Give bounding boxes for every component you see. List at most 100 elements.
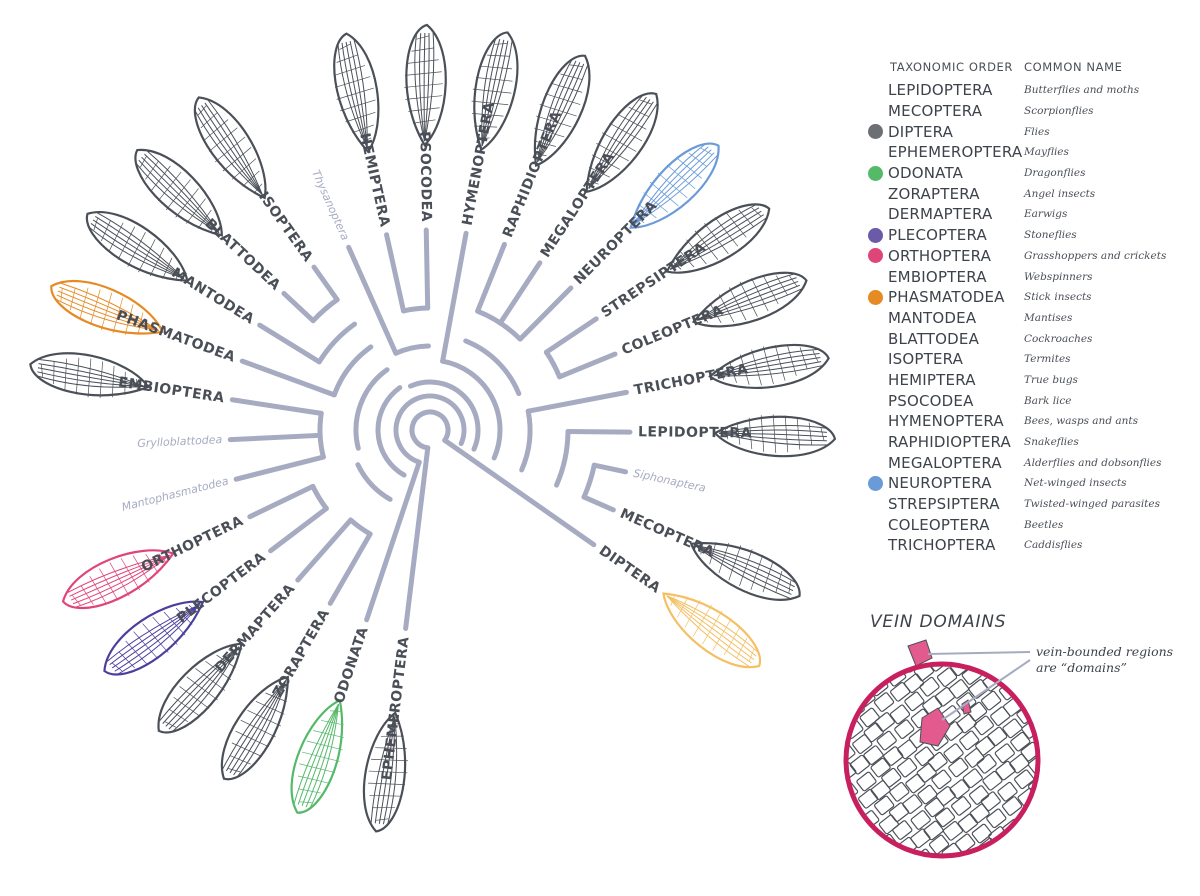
legend-order-name: MANTODEA: [888, 309, 1024, 327]
tree-leaf-branch: [546, 319, 596, 352]
legend-common-name: Stoneflies: [1024, 229, 1077, 241]
order-label: ORTHOPTERA: [139, 513, 246, 576]
legend-order-name: DERMAPTERA: [888, 205, 1024, 223]
tree-leaf-branch: [478, 244, 505, 311]
tree-leaf-branch: [330, 534, 370, 603]
order-label: MANTODEA: [169, 265, 257, 328]
legend-row: COLEOPTERABeetles: [868, 514, 1198, 535]
legend-row: HEMIPTERATrue bugs: [868, 370, 1198, 391]
legend-common-name: Bees, wasps and ants: [1024, 415, 1138, 427]
tree-clade-arc: [334, 347, 371, 395]
tree-leaf-branch: [260, 325, 320, 362]
legend-header-common: COMMON NAME: [1024, 60, 1123, 74]
order-label: Grylloblattodea: [137, 433, 223, 450]
tree-leaf-branch: [298, 520, 351, 580]
legend-common-name: Snakeflies: [1024, 436, 1079, 448]
tree-clade-arc: [313, 300, 337, 321]
legend-row: DERMAPTERAEarwigs: [868, 204, 1198, 225]
tree-leaf-branch: [520, 288, 571, 339]
legend-order-name: PLECOPTERA: [888, 226, 1024, 244]
legend-common-name: Earwigs: [1024, 208, 1067, 220]
tree-branches: [230, 230, 630, 628]
legend-order-name: ISOPTERA: [888, 350, 1024, 368]
order-label: ISOPTERA: [255, 189, 316, 265]
legend-order-name: EPHEMEROPTERA: [888, 143, 1024, 161]
order-label: HEMIPTERA: [356, 132, 392, 229]
legend-common-name: Cockroaches: [1024, 333, 1092, 345]
legend-common-name: Bark lice: [1024, 395, 1072, 407]
tree-clade-arc: [313, 486, 327, 508]
legend-row: RAPHIDIOPTERASnakeflies: [868, 432, 1198, 453]
wing-phasmatodea: [43, 269, 170, 349]
order-label: PLECOPTERA: [174, 549, 269, 626]
wing-coleoptera: [686, 258, 813, 342]
legend-order-name: BLATTODEA: [888, 330, 1024, 348]
legend-order-name: LEPIDOPTERA: [888, 81, 1024, 99]
legend-order-name: MECOPTERA: [888, 102, 1024, 120]
tree-clade-arc: [522, 411, 530, 470]
legend-row: LEPIDOPTERAButterflies and moths: [868, 80, 1198, 101]
legend-order-name: RAPHIDIOPTERA: [888, 433, 1024, 451]
tree-leaf-branch: [445, 440, 594, 544]
legend-order-name: HYMENOPTERA: [888, 412, 1024, 430]
legend-common-name: Angel insects: [1024, 188, 1095, 200]
order-label: EMBIOPTERA: [117, 374, 225, 406]
order-label: ZORAPTERA: [270, 606, 333, 700]
legend-common-name: Net-winged insects: [1024, 477, 1126, 489]
order-label: RAPHIDIOPTERA: [500, 109, 565, 240]
legend-order-name: STREPSIPTERA: [888, 495, 1024, 513]
tree-clade-arc: [546, 352, 559, 377]
vein-domain-highlight: [920, 708, 950, 746]
tree-leaf-branch: [528, 392, 626, 411]
legend-order-name: MEGALOPTERA: [888, 454, 1024, 472]
legend-common-name: Grasshoppers and crickets: [1024, 250, 1166, 262]
vein-pointer-line: [928, 652, 1030, 654]
vein-lens-ring: [846, 664, 1038, 856]
tree-leaf-branch: [242, 361, 334, 395]
legend-common-name: Mantises: [1024, 312, 1072, 324]
legend-order-name: NEUROPTERA: [888, 474, 1024, 492]
tree-clade-arc: [351, 520, 370, 534]
order-label: Thysanoptera: [309, 168, 352, 243]
tree-clade-arc: [378, 388, 404, 475]
tree-clade-arc: [396, 346, 429, 353]
tree-leaf-branch: [443, 233, 466, 361]
legend-common-name: Flies: [1024, 126, 1050, 138]
tree-clade-arc: [412, 412, 448, 448]
legend-order-name: COLEOPTERA: [888, 516, 1024, 534]
insect-phylogeny-diagram: EPHEMEROPTERAODONATAZORAPTERADERMAPTERAP…: [0, 0, 870, 896]
tree-clade-arc: [584, 465, 594, 497]
wing-raphidioptera: [518, 47, 601, 174]
legend-common-name: Butterflies and moths: [1024, 84, 1139, 96]
tree-clade-arc: [358, 465, 390, 500]
tree-leaf-branch: [426, 230, 427, 308]
legend-order-name: PSOCODEA: [888, 392, 1024, 410]
vein-domains-note: vein-bounded regions are “domains”: [1036, 644, 1196, 676]
tree-leaf-branch: [271, 509, 327, 551]
tree-leaf-branch: [250, 486, 313, 516]
tree-clade-arc: [466, 341, 519, 394]
legend-color-dot: [868, 166, 883, 181]
order-label: DIPTERA: [596, 543, 664, 597]
order-label: COLEOPTERA: [619, 302, 726, 358]
legend-common-name: Twisted-winged parasites: [1024, 498, 1160, 510]
legend-order-name: ODONATA: [888, 164, 1024, 182]
tree-leaf-branch: [349, 247, 396, 353]
legend-order-name: HEMIPTERA: [888, 371, 1024, 389]
legend-color-dot: [868, 476, 883, 491]
legend-common-name: Stick insects: [1024, 291, 1092, 303]
tree-clade-arc: [319, 324, 354, 362]
legend-order-name: ZORAPTERA: [888, 185, 1024, 203]
legend-color-dot: [868, 124, 883, 139]
tree-leaf-branch: [560, 354, 616, 377]
order-label: LEPIDOPTERA: [638, 424, 752, 441]
order-label: MECOPTERA: [617, 506, 716, 561]
tree-leaf-branch: [314, 267, 337, 300]
